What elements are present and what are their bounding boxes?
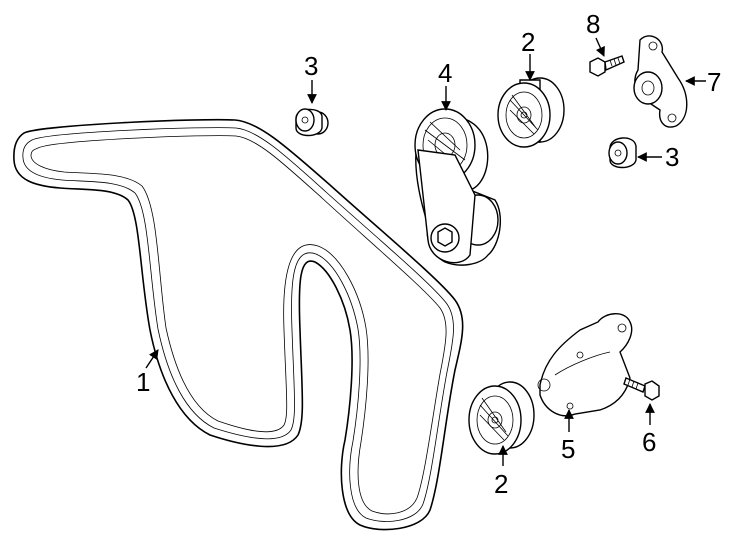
idler-pulley-top — [497, 77, 565, 148]
tensioner-assembly — [414, 108, 501, 266]
callout-idler-pulley-bottom: 2 — [494, 469, 508, 499]
serpentine-belt — [13, 118, 464, 531]
cap-left-part — [295, 108, 329, 137]
bolt-small-part — [589, 55, 625, 77]
callout-belt: 1 — [136, 367, 150, 397]
callout-cap-left: 3 — [304, 51, 318, 81]
idler-pulley-bottom — [468, 381, 535, 455]
callout-idler-pulley-top: 2 — [521, 27, 535, 57]
callout-bolt-bracket: 6 — [642, 427, 656, 457]
callout-cap-right: 3 — [665, 142, 679, 172]
callout-arrows — [145, 37, 706, 466]
callout-bracket: 5 — [561, 434, 575, 464]
cap-right-part — [608, 137, 637, 169]
tensioner-small-part — [633, 35, 688, 128]
bolt-bracket-part — [623, 377, 660, 401]
callout-tensioner: 4 — [438, 58, 452, 88]
callout-tensioner-small: 7 — [707, 67, 721, 97]
bracket-part — [537, 313, 633, 417]
callout-bolt-small: 8 — [586, 9, 600, 39]
